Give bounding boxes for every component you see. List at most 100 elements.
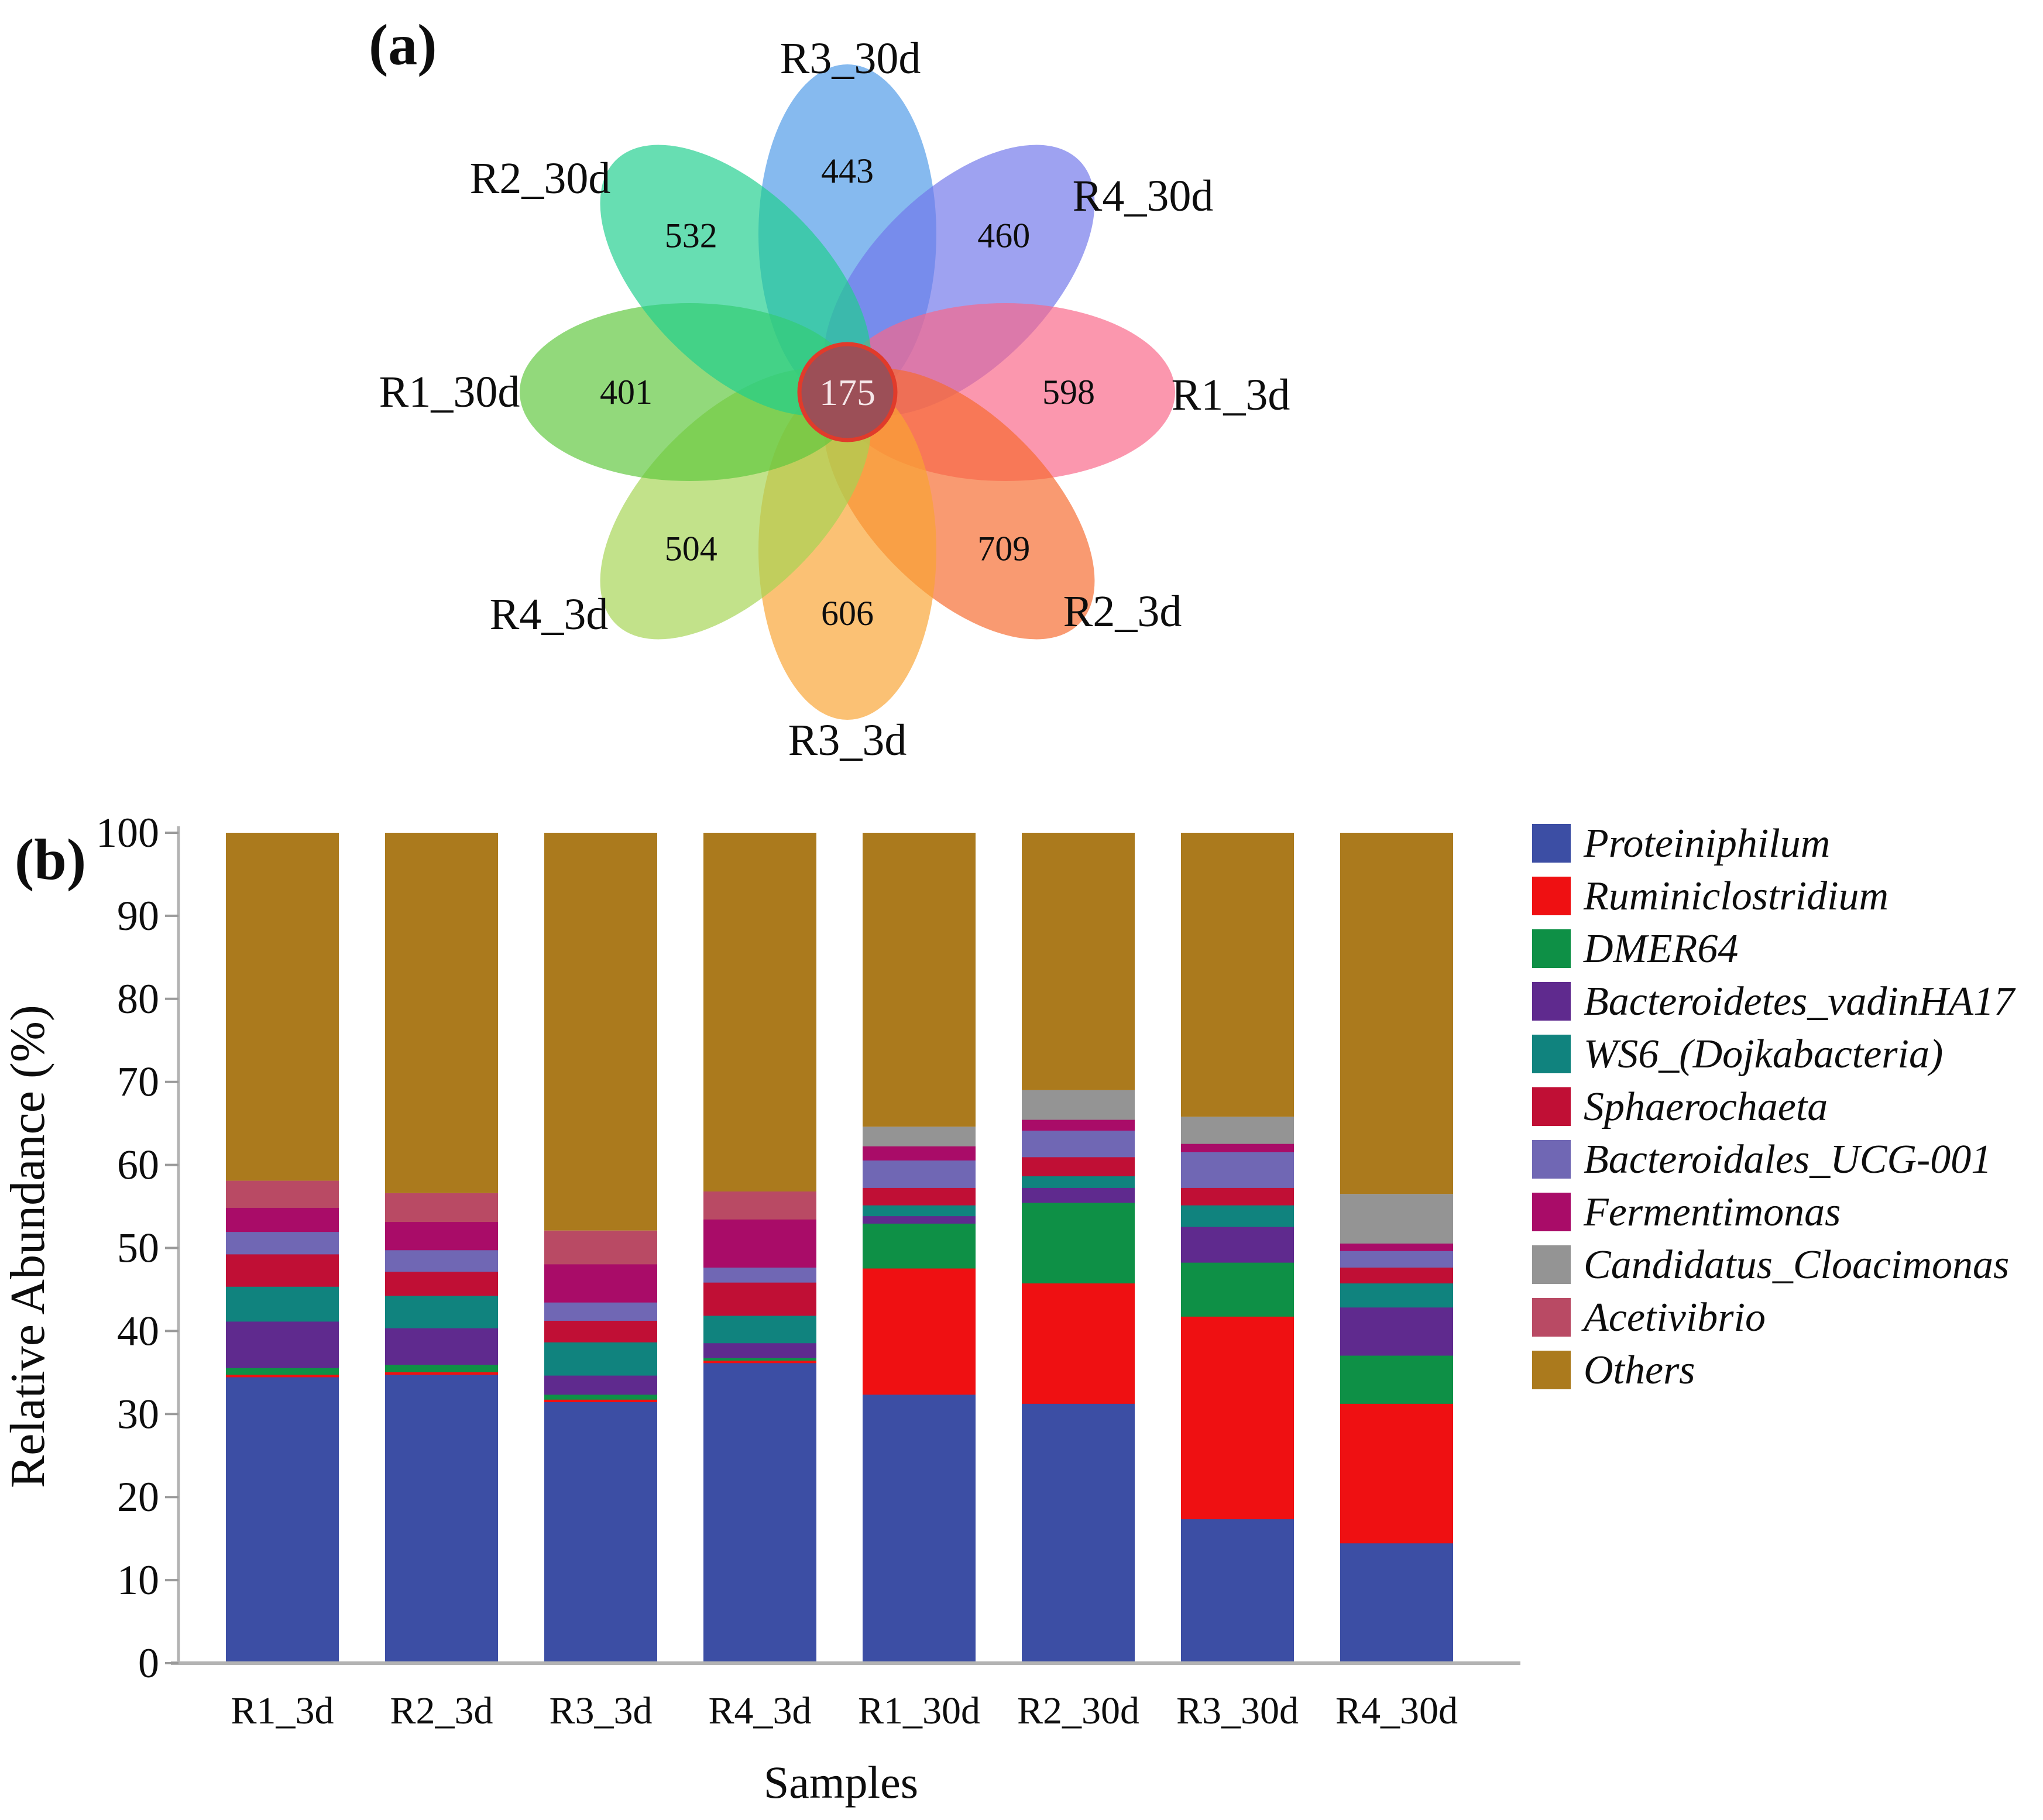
- legend-swatch-Fermentimonas: [1532, 1193, 1571, 1231]
- bar-R3_30d: [1181, 833, 1294, 1664]
- bar-segment-Bacteroidetes_vadinHA17: [703, 1342, 816, 1358]
- bar-segment-WS6_(Dojkabacteria): [226, 1286, 339, 1322]
- x-tick-label-R1_3d: R1_3d: [231, 1689, 334, 1732]
- bar-segment-Ruminiclostridium: [1340, 1403, 1453, 1544]
- bar-segment-Bacteroidales_UCG-001: [703, 1267, 816, 1283]
- bar-segment-Bacteroidetes_vadinHA17: [863, 1215, 976, 1224]
- x-tick-label-R1_30d: R1_30d: [858, 1689, 980, 1732]
- bar-segment-Others: [703, 833, 816, 1192]
- bar-segment-Bacteroidetes_vadinHA17: [226, 1321, 339, 1368]
- bar-segment-DMER64: [544, 1394, 657, 1400]
- bar-R3_3d: [544, 833, 657, 1664]
- bar-segment-Ruminiclostridium: [226, 1374, 339, 1378]
- bar-segment-Candidatus_Cloacimonas: [1022, 1090, 1135, 1120]
- venn-value-R1_30d: 401: [600, 373, 653, 411]
- y-tick-label-40: 40: [117, 1307, 159, 1354]
- bar-segment-Acetivibrio: [385, 1193, 498, 1223]
- legend-item-Proteiniphilum: Proteiniphilum: [1532, 821, 1830, 866]
- bar-segment-WS6_(Dojkabacteria): [385, 1295, 498, 1328]
- venn-petal-label-R4_3d: R4_3d: [490, 590, 609, 639]
- bar-segment-Fermentimonas: [703, 1218, 816, 1268]
- bar-segment-Fermentimonas: [226, 1207, 339, 1232]
- venn-center-value: 175: [819, 372, 875, 413]
- bars: [226, 833, 1453, 1664]
- bar-segment-Fermentimonas: [863, 1145, 976, 1161]
- bar-segment-Fermentimonas: [544, 1263, 657, 1303]
- venn-value-R3_30d: 443: [821, 152, 874, 190]
- legend-item-Sphaerochaeta: Sphaerochaeta: [1532, 1084, 1828, 1129]
- bar-segment-Candidatus_Cloacimonas: [1340, 1194, 1453, 1244]
- y-tick-label-10: 10: [117, 1557, 159, 1603]
- legend-item-DMER64: DMER64: [1532, 926, 1738, 971]
- bar-segment-WS6_(Dojkabacteria): [1022, 1176, 1135, 1188]
- bar-R4_3d: [703, 833, 816, 1664]
- bar-R1_3d: [226, 833, 339, 1664]
- legend-label-WS6_(Dojkabacteria): WS6_(Dojkabacteria): [1584, 1032, 1943, 1077]
- bar-segment-Others: [1022, 833, 1135, 1090]
- venn-petal-label-R4_30d: R4_30d: [1073, 171, 1214, 221]
- bar-segment-Others: [1340, 833, 1453, 1194]
- bar-segment-Acetivibrio: [544, 1230, 657, 1265]
- legend-label-Bacteroidetes_vadinHA17: Bacteroidetes_vadinHA17: [1584, 979, 2016, 1024]
- bar-segment-Bacteroidales_UCG-001: [544, 1302, 657, 1321]
- x-tick-label-R2_3d: R2_3d: [390, 1689, 493, 1732]
- bar-segment-Bacteroidales_UCG-001: [1022, 1130, 1135, 1158]
- venn-petal-label-R1_30d: R1_30d: [379, 368, 520, 417]
- venn-petal-label-R2_3d: R2_3d: [1063, 587, 1182, 636]
- bar-R2_30d: [1022, 833, 1135, 1664]
- bar-segment-DMER64: [385, 1364, 498, 1372]
- bar-segment-Others: [226, 833, 339, 1181]
- bar-segment-Others: [544, 833, 657, 1231]
- bar-segment-Ruminiclostridium: [1022, 1283, 1135, 1404]
- legend-item-Acetivibrio: Acetivibrio: [1532, 1295, 1766, 1340]
- bar-segment-Others: [1181, 833, 1294, 1117]
- x-tick-label-R4_30d: R4_30d: [1335, 1689, 1458, 1732]
- y-tick-label-60: 60: [117, 1142, 159, 1189]
- bar-segment-Fermentimonas: [385, 1221, 498, 1251]
- bar-segment-Proteiniphilum: [863, 1394, 976, 1664]
- bar-segment-Bacteroidetes_vadinHA17: [1181, 1226, 1294, 1263]
- legend-label-Proteiniphilum: Proteiniphilum: [1583, 821, 1830, 866]
- legend-item-Candidatus_Cloacimonas: Candidatus_Cloacimonas: [1532, 1242, 2009, 1287]
- venn-value-R2_30d: 532: [665, 217, 717, 255]
- legend-item-Ruminiclostridium: Ruminiclostridium: [1532, 874, 1889, 919]
- bar-segment-Proteiniphilum: [226, 1376, 339, 1664]
- bar-segment-WS6_(Dojkabacteria): [544, 1341, 657, 1376]
- y-axis-title: Relative Abundance (%): [1, 1005, 55, 1488]
- bar-segment-Sphaerochaeta: [1022, 1156, 1135, 1177]
- venn-center-circle: [799, 344, 895, 440]
- bar-segment-Fermentimonas: [1340, 1242, 1453, 1251]
- venn-petal-label-R2_30d: R2_30d: [470, 154, 611, 203]
- legend-item-Others: Others: [1532, 1348, 1695, 1393]
- bar-segment-Ruminiclostridium: [1181, 1316, 1294, 1520]
- bar-segment-Ruminiclostridium: [385, 1371, 498, 1375]
- bar-segment-Bacteroidetes_vadinHA17: [1022, 1187, 1135, 1203]
- bar-segment-Ruminiclostridium: [863, 1268, 976, 1395]
- bar-segment-Fermentimonas: [1181, 1143, 1294, 1152]
- legend-item-Fermentimonas: Fermentimonas: [1532, 1190, 1841, 1235]
- venn-petals: [520, 64, 1175, 720]
- legend-swatch-DMER64: [1532, 929, 1571, 968]
- bar-segment-Candidatus_Cloacimonas: [1181, 1117, 1294, 1144]
- legend-item-Bacteroidetes_vadinHA17: Bacteroidetes_vadinHA17: [1532, 979, 2016, 1024]
- x-tick-label-R2_30d: R2_30d: [1017, 1689, 1139, 1732]
- bar-segment-Sphaerochaeta: [544, 1320, 657, 1342]
- bar-segment-Acetivibrio: [226, 1180, 339, 1208]
- bar-segment-Others: [385, 833, 498, 1193]
- bar-segment-DMER64: [226, 1367, 339, 1375]
- venn-petal-label-R1_3d: R1_3d: [1172, 370, 1290, 420]
- bar-segment-Candidatus_Cloacimonas: [863, 1127, 976, 1146]
- y-tick-label-20: 20: [117, 1474, 159, 1520]
- legend-label-Fermentimonas: Fermentimonas: [1583, 1190, 1841, 1235]
- bar-segment-DMER64: [1181, 1262, 1294, 1317]
- bar-segment-Bacteroidales_UCG-001: [1181, 1151, 1294, 1188]
- panel-a-tag: (a): [369, 12, 437, 77]
- bar-segment-Proteiniphilum: [1181, 1519, 1294, 1664]
- bar-segment-Fermentimonas: [1022, 1119, 1135, 1131]
- legend-item-WS6_(Dojkabacteria): WS6_(Dojkabacteria): [1532, 1032, 1943, 1077]
- bar-segment-Proteiniphilum: [544, 1402, 657, 1664]
- venn-petal-label-R3_3d: R3_3d: [788, 716, 907, 765]
